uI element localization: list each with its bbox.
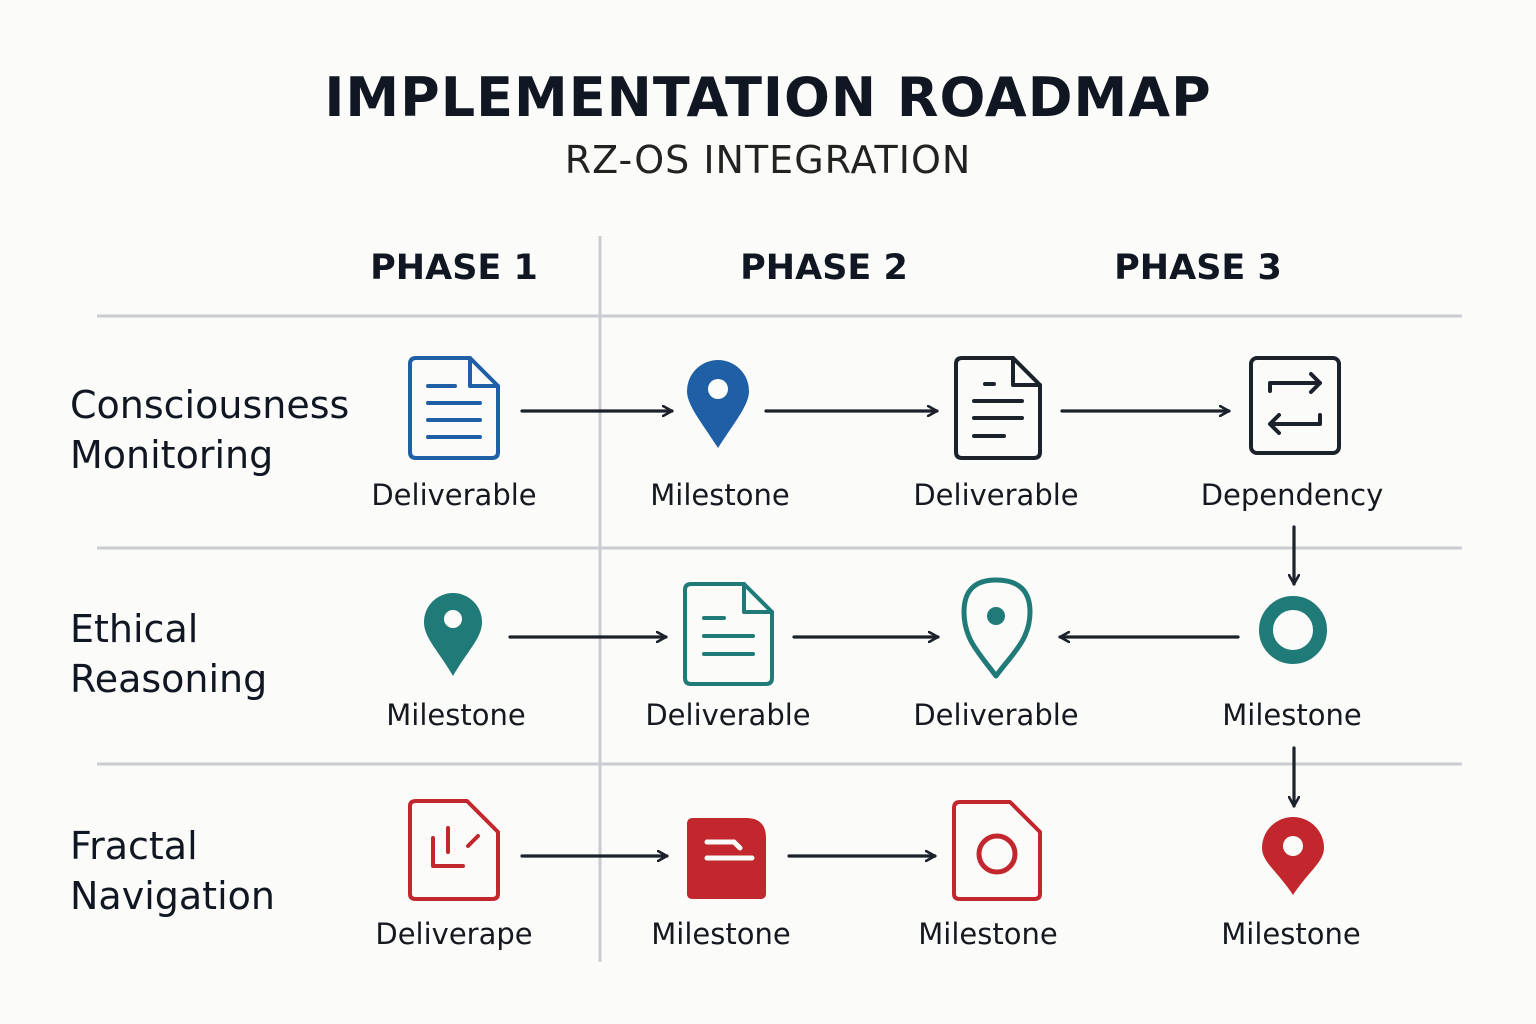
item-label: Deliverable (913, 478, 1079, 512)
map-pin-icon (687, 360, 749, 448)
item-label: Deliverape (375, 917, 533, 951)
item-label: Milestone (386, 698, 526, 732)
row-label-line: Navigation (70, 874, 275, 918)
document-chart-icon (408, 799, 500, 901)
document-lines-icon (683, 582, 774, 686)
item-label: Milestone (918, 917, 1058, 951)
swap-arrows-icon (1249, 356, 1341, 455)
map-pin-icon (424, 593, 482, 676)
row-label-line: Reasoning (70, 657, 268, 701)
row-label-line: Fractal (70, 824, 198, 868)
item-label: Deliverable (371, 478, 537, 512)
ring-icon (1259, 596, 1327, 664)
row-label-line: Ethical (70, 607, 199, 651)
document-filled-icon (687, 818, 766, 899)
row-label-ethical-reasoning: Ethical Reasoning (70, 604, 267, 704)
phase-2-header: PHASE 2 (740, 248, 908, 288)
row-label-consciousness-monitoring: Consciousness Monitoring (70, 380, 349, 480)
item-label: Milestone (1221, 917, 1361, 951)
item-label: Milestone (650, 478, 790, 512)
document-lines-icon (954, 356, 1042, 460)
item-label: Milestone (651, 917, 791, 951)
row-label-fractal-navigation: Fractal Navigation (70, 821, 275, 921)
item-label: Dependency (1200, 478, 1384, 512)
row-label-line: Consciousness (70, 383, 350, 427)
document-lines-icon (408, 356, 500, 460)
item-label: Deliverable (913, 698, 1079, 732)
page-title: IMPLEMENTATION ROADMAP (324, 66, 1212, 129)
phase-1-header: PHASE 1 (370, 248, 538, 288)
map-pin-icon (1262, 817, 1324, 895)
item-label: Milestone (1222, 698, 1362, 732)
row-label-line: Monitoring (70, 433, 274, 477)
document-circle-icon (952, 800, 1042, 901)
phase-3-header: PHASE 3 (1114, 248, 1282, 288)
map-pin-outline-icon (961, 577, 1033, 679)
page-subtitle: RZ-OS INTEGRATION (564, 138, 972, 182)
item-label: Deliverable (645, 698, 811, 732)
